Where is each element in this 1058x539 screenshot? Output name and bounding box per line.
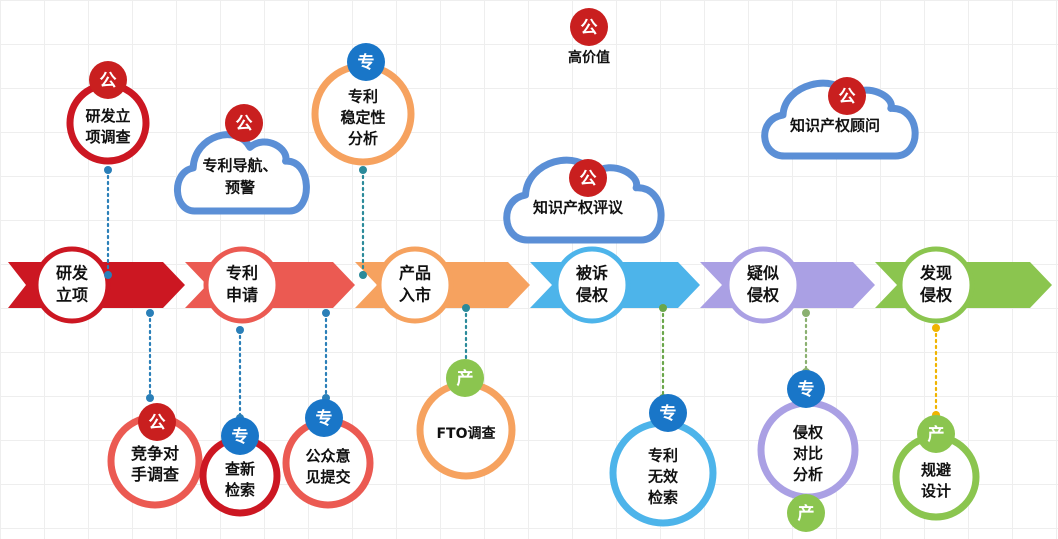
badge-circle	[305, 399, 343, 437]
connector-dot	[462, 304, 470, 312]
badge-circle	[787, 370, 825, 408]
cloud-label: 预警	[225, 179, 255, 197]
connector-dot	[359, 271, 367, 279]
badge-circle	[89, 61, 127, 99]
badge-label: 产	[798, 503, 815, 524]
connector-dot	[359, 166, 367, 174]
service-label: 检索	[648, 489, 678, 507]
badge-circle	[225, 104, 263, 142]
service-label: 研发立	[85, 107, 130, 125]
connector-dot	[236, 326, 244, 334]
service-label: 无效	[647, 468, 679, 486]
badge-circle	[347, 43, 385, 81]
badge-label: 公	[580, 169, 597, 189]
badge-label: 专	[660, 403, 677, 424]
badge-label: 专	[358, 52, 375, 73]
service-label: 项调查	[85, 128, 131, 146]
badge-label: 专	[232, 426, 249, 447]
stage-label: 疑似	[747, 264, 779, 283]
connector-dot	[802, 309, 810, 317]
connector-dot	[146, 394, 154, 402]
badge-label: 公	[100, 71, 117, 91]
service-fto: FTO调查 产	[416, 359, 516, 480]
service-label: 专利	[648, 447, 678, 465]
connector-dot	[146, 309, 154, 317]
badge-circle	[570, 8, 608, 46]
badge-circle	[138, 403, 176, 441]
service-label: 对比	[793, 445, 823, 463]
stage-label: 入市	[399, 286, 431, 305]
cloud-label: 知识产权评议	[533, 199, 624, 217]
badge-label: 产	[457, 368, 474, 389]
service-label: 稳定性	[340, 109, 385, 127]
badge-label: 公	[149, 413, 166, 433]
service-label: 公众意	[305, 447, 350, 465]
cloud-label: 知识产权顾问	[790, 117, 880, 135]
badge-circle	[787, 494, 825, 532]
service-label: 检索	[225, 481, 255, 499]
connector-dot	[104, 166, 112, 174]
stage-label: 侵权	[919, 286, 953, 305]
service-label: 专利	[348, 88, 378, 106]
cloud-label: 专利导航、	[202, 157, 277, 175]
connector-dot	[659, 304, 667, 312]
connector-dot	[932, 324, 940, 332]
service-label: 侵权	[792, 424, 824, 442]
service-label: 见提交	[305, 468, 350, 486]
badge-label: 产	[928, 424, 945, 445]
service-label: 竞争对	[131, 444, 179, 463]
stage-label: 产品	[399, 264, 431, 283]
badge-circle	[649, 394, 687, 432]
service-label: 手调查	[131, 465, 179, 484]
connector-dot	[104, 271, 112, 279]
badge-label: 公	[581, 18, 598, 38]
badge-label: 专	[798, 379, 815, 400]
badge-label: 专	[316, 408, 333, 429]
stage-label: 申请	[226, 286, 258, 305]
stage-label: 发现	[919, 264, 952, 283]
badge-circle	[828, 77, 866, 115]
badge-label: 公	[236, 114, 253, 134]
connector-dot	[322, 309, 330, 317]
stage-label: 专利	[226, 264, 258, 283]
service-label: 规避	[921, 461, 951, 479]
stage-label: 侵权	[746, 286, 780, 305]
badge-circle	[221, 417, 259, 455]
badge-circle	[569, 159, 607, 197]
cloud-evaluation: 知识产权评议 公	[503, 156, 665, 244]
cloud-consultant: 知识产权顾问 公	[761, 77, 919, 160]
stage-label: 立项	[56, 286, 88, 305]
stage-label: 侵权	[575, 286, 609, 305]
legend-label: 高价值	[568, 49, 610, 66]
badge-circle	[917, 415, 955, 453]
service-label: 分析	[348, 130, 378, 148]
badge-circle	[446, 359, 484, 397]
stage-label: 被诉	[576, 264, 608, 283]
service-label: 设计	[921, 482, 951, 500]
badge-label: 公	[839, 87, 856, 107]
cloud-navigation: 专利导航、预警 公	[173, 104, 310, 215]
service-label: FTO调查	[436, 425, 496, 442]
service-label: 查新	[225, 460, 255, 478]
service-label: 分析	[793, 466, 823, 484]
stage-label: 研发	[56, 264, 89, 283]
